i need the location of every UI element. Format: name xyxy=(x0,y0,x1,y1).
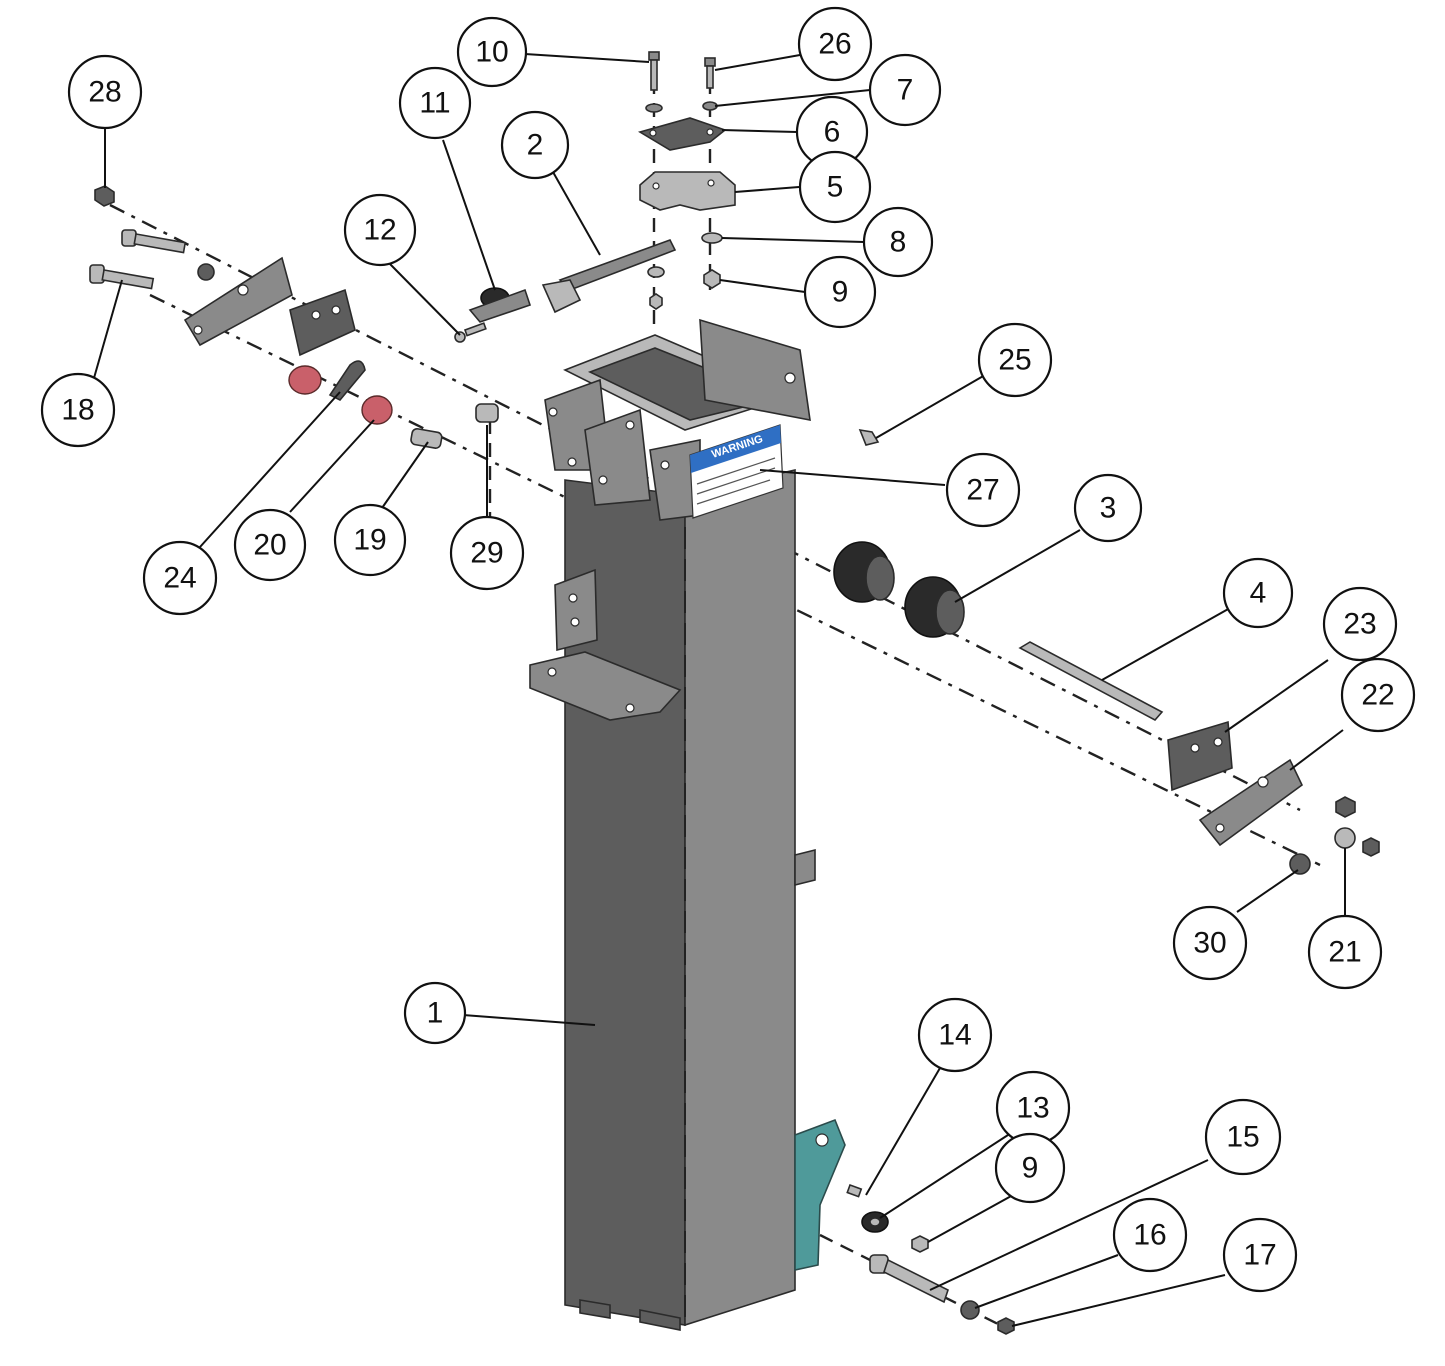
callout-25: 25 xyxy=(977,322,1053,398)
callout-15: 15 xyxy=(1204,1098,1282,1176)
main-post-part xyxy=(529,318,846,1331)
callout-6: 6 xyxy=(795,95,869,169)
bottom-hardware xyxy=(846,1183,1015,1335)
callout-12: 12 xyxy=(343,193,417,267)
warning-label-part: WARNING xyxy=(689,424,784,519)
callout-20-number: 20 xyxy=(253,529,286,562)
callout-12-number: 12 xyxy=(363,214,396,247)
callout-10-number: 10 xyxy=(475,36,508,69)
callout-9-number: 9 xyxy=(832,276,849,309)
upper-hardware xyxy=(454,51,736,343)
callout-5-number: 5 xyxy=(827,171,844,204)
callout-13-number: 13 xyxy=(1016,1092,1049,1125)
callout-18-number: 18 xyxy=(61,394,94,427)
callout-7: 7 xyxy=(868,53,942,127)
callout-2-number: 2 xyxy=(527,129,544,162)
callout-3-number: 3 xyxy=(1100,492,1117,525)
callout-11-number: 11 xyxy=(419,87,450,120)
callout-15-number: 15 xyxy=(1226,1121,1259,1154)
leader-lines xyxy=(93,53,1346,1327)
callout-26-number: 26 xyxy=(818,28,851,61)
callout-20: 20 xyxy=(233,508,307,582)
callout-18: 18 xyxy=(40,372,116,448)
callout-8-number: 8 xyxy=(890,226,907,259)
callout-4-number: 4 xyxy=(1250,577,1267,610)
callout-9-lower: 9 xyxy=(994,1132,1066,1204)
axis-bottom xyxy=(819,1233,1011,1332)
callout-30-number: 30 xyxy=(1193,927,1226,960)
callout-21-number: 21 xyxy=(1328,936,1361,969)
callout-16: 16 xyxy=(1112,1197,1188,1273)
callout-27-number: 27 xyxy=(966,474,999,507)
callout-24: 24 xyxy=(142,540,218,616)
callout-6-number: 6 xyxy=(824,116,841,149)
callout-28: 28 xyxy=(67,54,143,130)
callout-14: 14 xyxy=(917,997,993,1073)
callout-23-number: 23 xyxy=(1343,608,1376,641)
left-hardware xyxy=(89,185,880,449)
callout-9-lower-number: 9 xyxy=(1022,1152,1039,1185)
callout-7-number: 7 xyxy=(897,74,914,107)
callout-1-number: 1 xyxy=(427,997,444,1030)
callout-22-number: 22 xyxy=(1361,679,1394,712)
callout-19: 19 xyxy=(333,503,407,577)
callout-1: 1 xyxy=(403,981,467,1045)
callout-29: 29 xyxy=(449,515,525,591)
callout-30: 30 xyxy=(1172,905,1248,981)
callout-2: 2 xyxy=(500,110,570,180)
callout-16-number: 16 xyxy=(1133,1219,1166,1252)
callout-24-number: 24 xyxy=(163,562,196,595)
callout-26: 26 xyxy=(797,6,873,82)
callout-8: 8 xyxy=(862,206,934,278)
callout-14-number: 14 xyxy=(938,1019,971,1052)
callout-22: 22 xyxy=(1340,657,1416,733)
right-hardware xyxy=(833,541,1380,875)
callout-29-number: 29 xyxy=(470,537,503,570)
callout-5: 5 xyxy=(798,150,872,224)
callout-4: 4 xyxy=(1222,557,1294,629)
callout-3: 3 xyxy=(1073,473,1143,543)
callout-28-number: 28 xyxy=(88,76,121,109)
callout-17: 17 xyxy=(1222,1217,1298,1293)
callout-9: 9 xyxy=(803,255,877,329)
callout-17-number: 17 xyxy=(1243,1239,1276,1272)
callout-27: 27 xyxy=(945,452,1021,528)
callout-11: 11 xyxy=(398,66,472,140)
callout-23: 23 xyxy=(1322,586,1398,662)
callout-21: 21 xyxy=(1307,914,1383,990)
callout-19-number: 19 xyxy=(353,524,386,557)
callout-25-number: 25 xyxy=(998,344,1031,377)
callout-10: 10 xyxy=(456,16,528,88)
